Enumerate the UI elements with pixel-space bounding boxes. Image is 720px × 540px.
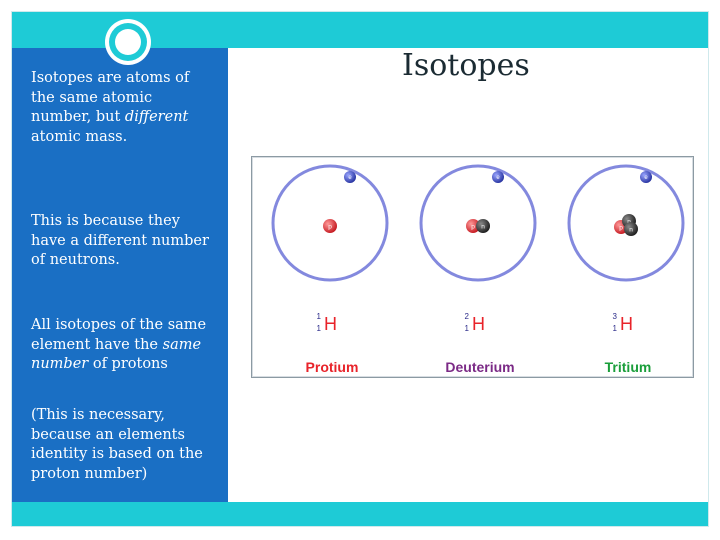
element-symbol: H — [620, 314, 633, 334]
isotope-name: Tritium — [605, 359, 652, 375]
proton — [466, 219, 480, 233]
neutron-label: n — [629, 227, 633, 234]
bottom-accent-band — [12, 502, 708, 526]
isotope-name: Protium — [306, 359, 359, 375]
proton-label: p — [328, 224, 332, 231]
element-symbol: H — [324, 314, 337, 334]
left-text-panel — [12, 48, 228, 502]
orbit-ring — [419, 164, 537, 282]
orbit-ring — [567, 164, 685, 282]
neutron — [476, 219, 490, 233]
paragraph-definition: Isotopes are atoms of the same atomic nu… — [31, 70, 190, 145]
orbit-ring — [271, 164, 389, 282]
electron — [640, 171, 652, 183]
element-symbol: H — [472, 314, 485, 334]
atomic-number: 1 — [465, 324, 470, 333]
paragraph-protons: All isotopes of the same element have th… — [31, 317, 207, 372]
paragraph-neutrons: This is because they have a different nu… — [31, 213, 209, 268]
atomic-number: 1 — [613, 324, 618, 333]
proton — [323, 219, 337, 233]
atomic-number: 1 — [317, 324, 322, 333]
electron-label: e — [496, 175, 500, 181]
isotope-name: Deuterium — [445, 359, 514, 375]
paragraph-identity: (This is necessary, because an elements … — [31, 407, 203, 482]
electron-label: e — [348, 175, 352, 181]
electron — [492, 171, 504, 183]
page-title: Isotopes — [402, 48, 530, 83]
electron-label: e — [644, 175, 648, 181]
proton-label: p — [619, 225, 623, 232]
mass-number: 1 — [317, 312, 322, 321]
neutron — [624, 222, 638, 236]
decorative-ring-icon — [105, 19, 151, 65]
electron — [344, 171, 356, 183]
neutron-label: n — [481, 224, 485, 231]
proton-label: p — [471, 224, 475, 231]
neutron-label: n — [627, 219, 631, 226]
mass-number: 2 — [465, 312, 470, 321]
mass-number: 3 — [613, 312, 618, 321]
